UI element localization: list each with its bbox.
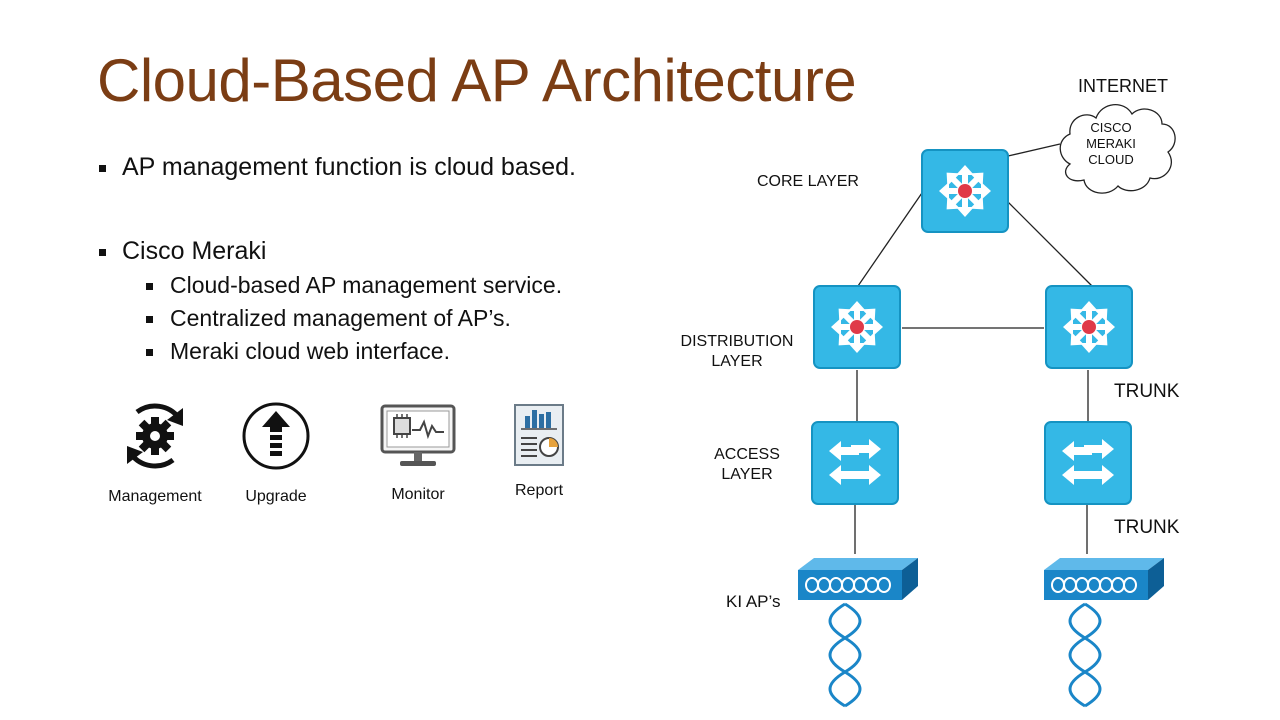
trunk-label-upper: TRUNK xyxy=(1114,381,1180,402)
access-layer-label: ACCESS LAYER xyxy=(714,446,780,483)
access-switch-left-icon xyxy=(811,421,899,505)
distribution-router-left-icon xyxy=(813,285,901,369)
feature-label: Monitor xyxy=(391,486,445,503)
feature-label: Management xyxy=(108,488,202,505)
feature-label: Report xyxy=(514,482,564,499)
feature-report: Report xyxy=(492,402,586,500)
feature-label: Upgrade xyxy=(245,488,307,505)
slide-title: Cloud-Based AP Architecture xyxy=(97,47,857,114)
bullet-cisco-meraki: Cisco Meraki xyxy=(97,237,266,266)
feature-upgrade: Upgrade xyxy=(226,398,326,506)
report-chart-icon xyxy=(514,404,564,466)
bullet-cloud-based: AP management function is cloud based. xyxy=(97,153,576,182)
feature-management: Management xyxy=(100,398,210,506)
internet-label: INTERNET xyxy=(1078,76,1168,96)
sub-bullet-web-interface: Meraki cloud web interface. xyxy=(146,338,450,365)
meraki-cloud-label: CISCO MERAKI CLOUD xyxy=(1086,120,1136,167)
access-point-left-icon xyxy=(798,558,918,708)
arrow-up-circle-icon xyxy=(242,402,310,470)
monitor-chip-icon xyxy=(380,404,456,466)
topology-graphic xyxy=(798,104,1176,708)
access-switch-right-icon xyxy=(1044,421,1132,505)
gear-refresh-icon xyxy=(127,403,183,469)
network-diagram: INTERNET CISCO MERAKI CLOUD CORE LAYER D… xyxy=(640,60,1280,720)
core-router-icon xyxy=(921,149,1009,233)
core-layer-label: CORE LAYER xyxy=(757,173,859,190)
distribution-router-right-icon xyxy=(1045,285,1133,369)
aps-label: KI AP’s xyxy=(726,592,781,611)
feature-monitor: Monitor xyxy=(368,402,468,504)
sub-bullet-service: Cloud-based AP management service. xyxy=(146,272,562,299)
distribution-layer-label: DISTRIBUTION LAYER xyxy=(680,333,794,370)
meraki-cloud-shape xyxy=(1059,104,1176,194)
access-point-right-icon xyxy=(1044,558,1164,708)
sub-bullet-centralized: Centralized management of AP’s. xyxy=(146,305,511,332)
trunk-label-lower: TRUNK xyxy=(1114,517,1180,538)
